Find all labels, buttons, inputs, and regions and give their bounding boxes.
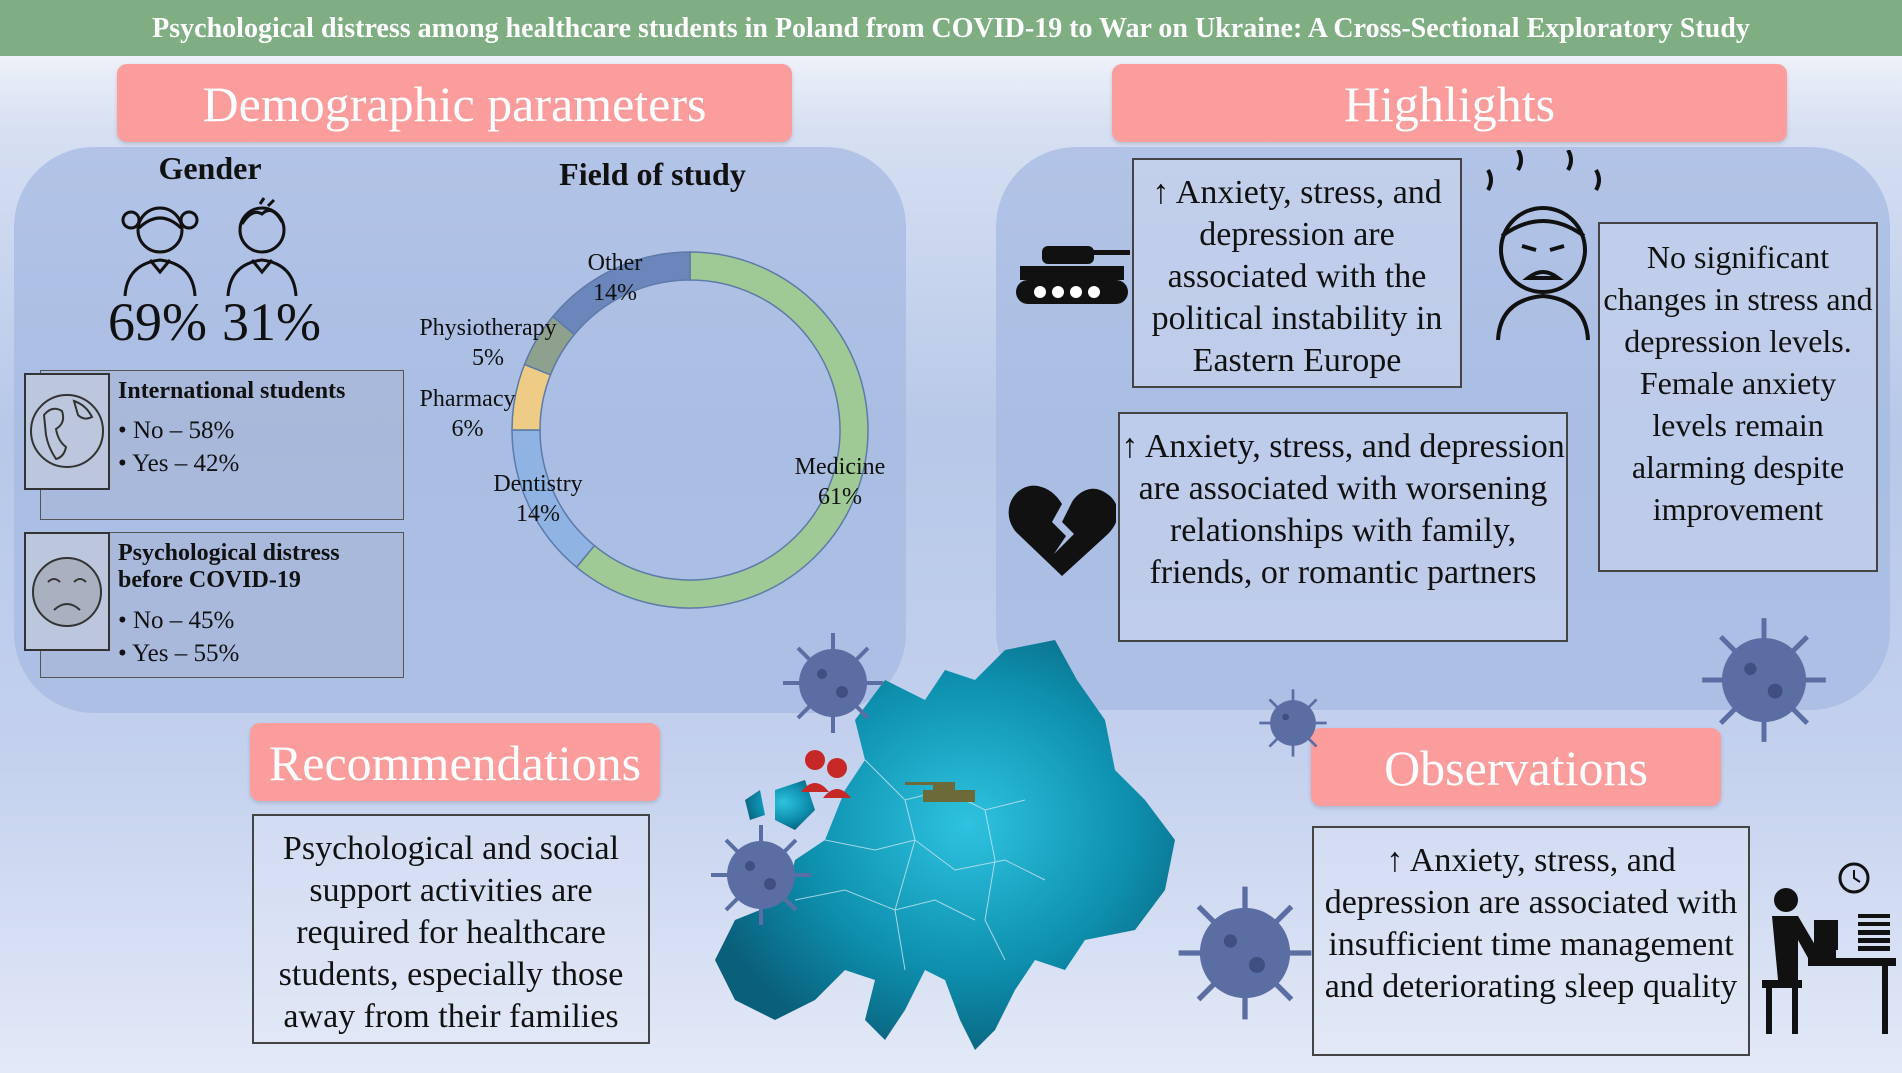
male-percentage: 31% (222, 292, 321, 352)
globe-icon (30, 394, 104, 468)
label-physiotherapy: Physiotherapy 5% (408, 313, 568, 373)
international-students-heading: International students (118, 378, 346, 404)
distress-before-yes: • Yes – 55% (118, 640, 240, 667)
highlights-panel (996, 147, 1890, 710)
distress-before-no: • No – 45% (118, 607, 235, 634)
label-medicine: Medicine 61% (780, 452, 900, 512)
label-pharmacy-name: Pharmacy (419, 386, 516, 412)
international-no: • No – 58% (118, 417, 235, 444)
sad-face-icon (32, 557, 102, 627)
label-other-name: Other (587, 250, 643, 276)
label-dentistry-name: Dentistry (493, 471, 583, 497)
europe-map (715, 640, 1175, 1050)
desk-worker-icon (1762, 862, 1896, 1034)
field-of-study-chart (511, 251, 869, 609)
male-student-icon (226, 197, 298, 297)
highlight-box-female-anxiety: No significant changes in stress and dep… (1598, 222, 1878, 572)
virus-icon (783, 633, 883, 733)
tank-icon (1016, 246, 1130, 304)
sad-face-icon-box (24, 532, 110, 651)
label-dentistry-value: 14% (516, 501, 560, 527)
label-other: Other 14% (565, 248, 665, 308)
label-medicine-value: 61% (818, 484, 862, 510)
label-pharmacy-value: 6% (451, 416, 484, 442)
virus-icon (1702, 618, 1826, 742)
demographics-header: Demographic parameters (117, 64, 792, 142)
virus-icon (1178, 886, 1312, 1020)
virus-icon (711, 825, 811, 925)
label-medicine-name: Medicine (794, 454, 886, 480)
page-title: Psychological distress among healthcare … (0, 0, 1902, 56)
observations-box: ↑ Anxiety, stress, and depression are as… (1312, 826, 1750, 1056)
highlights-header: Highlights (1112, 64, 1787, 142)
distress-before-heading: Psychological distress before COVID-19 (118, 540, 340, 593)
label-physiotherapy-value: 5% (472, 345, 504, 371)
label-other-value: 14% (593, 280, 637, 306)
gender-label: Gender (158, 150, 262, 186)
observations-header: Observations (1311, 728, 1721, 806)
globe-icon-box (24, 373, 110, 490)
donut-slice-other (551, 251, 691, 336)
recommendations-box: Psychological and social support activit… (252, 814, 650, 1044)
donut-slice-medicine (575, 251, 869, 609)
broken-heart-icon (1008, 485, 1116, 576)
label-dentistry: Dentistry 14% (478, 469, 598, 529)
label-physiotherapy-name: Physiotherapy (419, 315, 557, 341)
female-student-icon (121, 206, 199, 297)
anxious-face-icon (1486, 150, 1601, 341)
virus-icon (1259, 689, 1327, 757)
label-pharmacy: Pharmacy 6% (405, 384, 530, 444)
recommendations-header: Recommendations (250, 723, 660, 801)
female-percentage: 69% (108, 292, 207, 352)
chart-title: Field of study (559, 156, 746, 192)
highlight-box-political: ↑ Anxiety, stress, and depression are as… (1132, 158, 1462, 388)
international-yes: • Yes – 42% (118, 450, 240, 477)
highlight-box-relationships: ↑ Anxiety, stress, and depression are as… (1118, 412, 1568, 642)
